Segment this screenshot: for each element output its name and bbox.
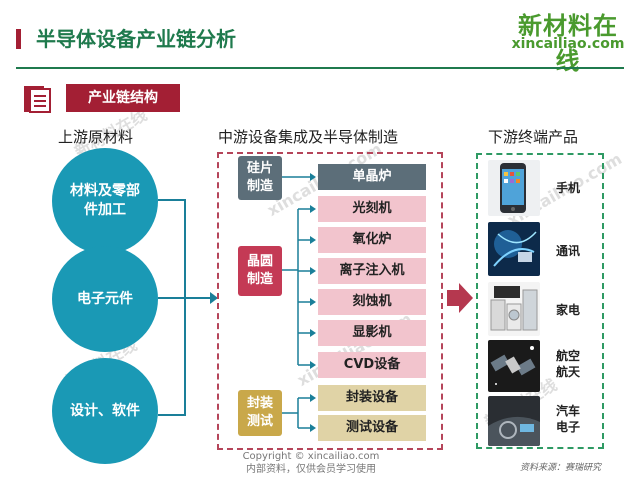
data-source-note: 资料来源：赛瑞研究: [520, 463, 602, 473]
midstream-container: [217, 152, 443, 450]
upstream-node-design-software: 设计、软件: [52, 358, 158, 464]
car-icon: [488, 396, 540, 446]
equipment-packaging: 封装设备: [318, 385, 426, 411]
arrow-into-midstream: [210, 292, 218, 304]
arrow-to-downstream-icon: [447, 283, 473, 313]
column-header-upstream: 上游原材料: [58, 128, 134, 146]
column-header-downstream: 下游终端产品: [488, 128, 579, 146]
header-divider: [16, 67, 624, 69]
document-icon: [24, 86, 51, 113]
equipment-lithography: 光刻机: [318, 196, 426, 222]
equipment-ion-implanter: 离子注入机: [318, 258, 426, 284]
downstream-label-communication: 通讯: [556, 244, 581, 258]
group-silicon-wafer: 硅片 制造: [238, 156, 282, 200]
logo-text-en: xincailiao.com: [511, 36, 625, 52]
section-label: 产业链结构: [66, 84, 180, 112]
downstream-label-automotive: 汽车 电子: [556, 404, 581, 434]
downstream-label-aerospace: 航空 航天: [556, 349, 581, 379]
communication-icon: [488, 222, 540, 276]
downstream-label-appliance: 家电: [556, 303, 581, 317]
equipment-testing: 测试设备: [318, 415, 426, 441]
title-accent-bar: [16, 29, 21, 49]
equipment-cvd: CVD设备: [318, 352, 426, 378]
satellite-icon: [488, 340, 540, 392]
brand-logo: 新材料在线 xincailiao.com: [508, 6, 628, 75]
copyright-text: Copyright © xincailiao.com: [242, 451, 380, 462]
appliance-icon: [488, 282, 540, 336]
internal-use-notice: 内部资料，仅供会员学习使用: [246, 464, 376, 475]
upstream-node-materials: 材料及零部 件加工: [52, 148, 158, 254]
group-wafer-fabrication: 晶圆 制造: [238, 246, 282, 296]
upstream-node-electronics: 电子元件: [52, 246, 158, 352]
equipment-developer: 显影机: [318, 320, 426, 346]
connector-upstream: [158, 199, 186, 416]
page-title: 半导体设备产业链分析: [36, 27, 236, 51]
equipment-etcher: 刻蚀机: [318, 289, 426, 315]
equipment-crystal-furnace: 单晶炉: [318, 164, 426, 190]
phone-icon: [488, 160, 540, 216]
column-header-midstream: 中游设备集成及半导体制造: [218, 128, 399, 146]
logo-text-cn: 新材料在线: [518, 12, 618, 75]
downstream-container: [476, 153, 604, 449]
footer-copyright: Copyright © xincailiao.com 内部资料，仅供会员学习使用: [221, 450, 401, 476]
downstream-label-phone: 手机: [556, 181, 581, 195]
equipment-oxidation-furnace: 氧化炉: [318, 227, 426, 253]
group-packaging-testing: 封装 测试: [238, 390, 282, 436]
